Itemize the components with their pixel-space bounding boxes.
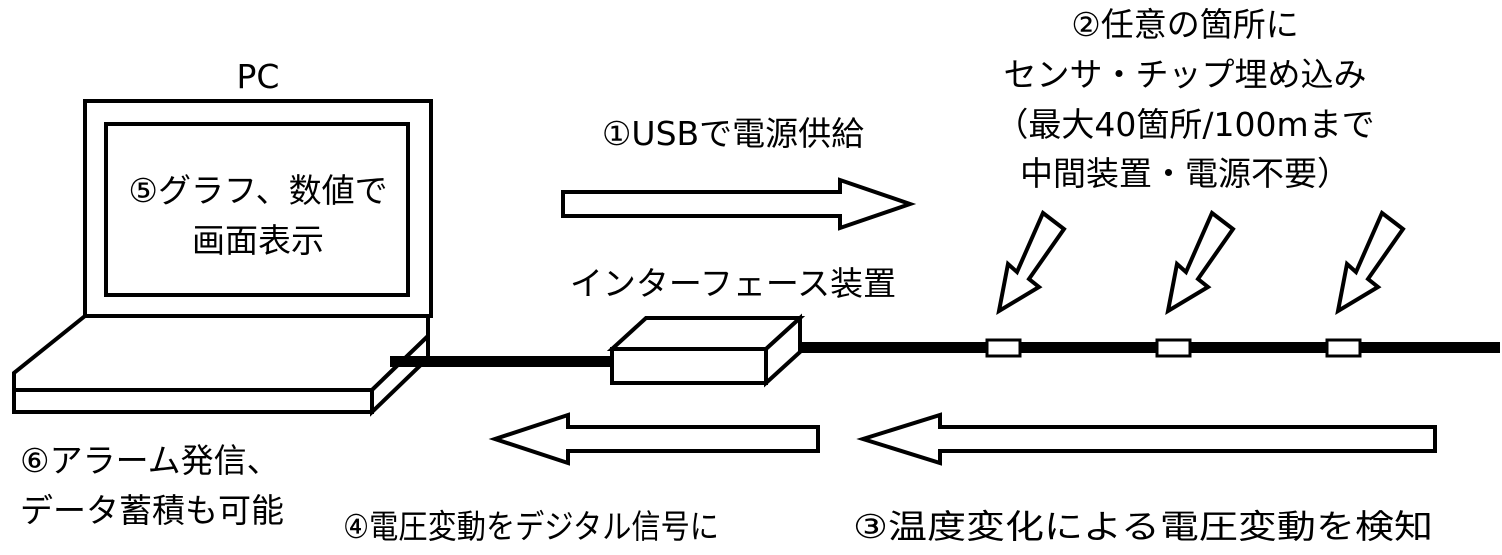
laptop-screen-display — [104, 122, 410, 297]
laptop-keyboard-base — [12, 314, 430, 392]
pc-label: PC — [237, 57, 280, 96]
sensor-label-line4: 中間装置・電源不要） — [1020, 154, 1350, 193]
sensor-chip-1 — [985, 338, 1022, 358]
laptop — [12, 99, 433, 417]
sensor-chip-3 — [1325, 338, 1362, 358]
arrow-right-usb — [561, 177, 917, 231]
arrow-left-digital — [488, 412, 820, 466]
interface-front — [610, 347, 768, 385]
alarm-label-line1: ⑥アラーム発信、 — [20, 441, 280, 480]
alarm-label-line2: データ蓄積も可能 — [20, 491, 284, 530]
cable-pc-to-interface — [390, 356, 615, 367]
interface-device — [606, 313, 806, 388]
sensor-label-line2: センサ・チップ埋め込み — [1004, 55, 1367, 94]
sensor-chip-2 — [1155, 338, 1192, 358]
digital-signal-label: ④電圧変動をデジタル信号に — [343, 507, 719, 546]
arrow-down-sensor-3 — [1335, 209, 1406, 316]
interface-label: インターフェース装置 — [570, 264, 896, 303]
sensor-label-line3: （最大40箇所/100mまで — [995, 105, 1374, 144]
arrow-down-sensor-1 — [996, 209, 1067, 316]
voltage-detect-label: ③温度変化による電圧変動を検知 — [853, 507, 1433, 546]
sensor-label-line1: ②任意の箇所に — [1071, 5, 1299, 44]
usb-power-label: ①USBで電源供給 — [602, 114, 864, 153]
laptop-keyboard-edge — [12, 388, 374, 414]
arrow-left-voltage — [856, 412, 1437, 466]
cable-sensor-line — [800, 342, 1500, 353]
screen-label-line2: 画面表示 — [192, 221, 324, 260]
interface-side — [764, 313, 802, 388]
arrow-down-sensor-2 — [1165, 209, 1236, 316]
screen-label-line1: ⑤グラフ、数値で — [128, 171, 387, 210]
